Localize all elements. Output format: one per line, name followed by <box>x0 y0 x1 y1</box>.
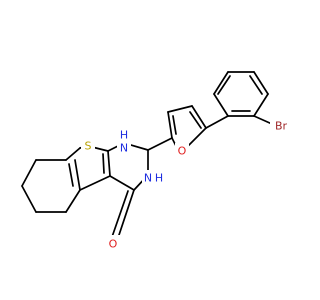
bond-phenyl-5-double <box>217 75 231 95</box>
nh3-nitrogen-label: N <box>144 172 152 185</box>
bond-furan-o-c5 <box>187 127 207 147</box>
bond-cyclohexane-6 <box>65 189 81 213</box>
sulfur-label-bg <box>81 138 95 154</box>
bond-cyclohexane-4 <box>21 185 37 213</box>
bond-phenyl-5 <box>213 71 229 95</box>
bond-furan-c4-c3 <box>167 105 193 113</box>
bond-phenyl-3-double <box>249 75 263 95</box>
furan-oxygen-label-bg <box>175 143 189 159</box>
bond-cyclohexane-3 <box>21 159 37 187</box>
sulfur-label: S <box>85 140 92 153</box>
bond-thiophene-c2-c3-double <box>102 153 105 174</box>
nh1-nitrogen-label: N <box>120 142 128 155</box>
bond-pyrimidine-c4-c4a <box>109 175 135 191</box>
nh1-label-bg <box>117 129 131 155</box>
bromine-label-bg <box>270 118 292 134</box>
bond-phenyl-6 <box>213 93 229 117</box>
carbonyl-oxygen-label: O <box>109 238 118 251</box>
bond-furan-c5-c4 <box>191 105 207 129</box>
bond-link-furan <box>147 137 173 151</box>
atom-label-layer: S H N N H O Br O <box>81 118 292 251</box>
bond-link-phenyl <box>205 115 229 129</box>
nh3-hydrogen-label: H <box>155 172 163 185</box>
bond-phenyl-br <box>253 115 273 125</box>
bond-thiophene-c3-c3a <box>79 175 111 191</box>
bond-cyclohexane-1 <box>65 147 81 161</box>
bond-furan-c5-c4-double <box>189 111 202 129</box>
bond-thiophene-c2-c3 <box>107 150 111 177</box>
furan-oxygen-label: O <box>178 145 187 158</box>
bond-phenyl-3 <box>253 71 269 95</box>
bond-furan-c3-c2-double <box>172 115 177 135</box>
bond-thiophene-c3a-c7a-double <box>68 163 74 187</box>
bond-phenyl-2 <box>253 93 269 117</box>
molecule-diagram: S H N N H O Br O <box>21 71 292 251</box>
bromine-label: Br <box>275 120 288 133</box>
nh3-label-bg <box>142 170 166 186</box>
bond-carbonyl-c-o-double <box>111 190 129 238</box>
carbonyl-oxygen-label-bg <box>106 235 120 251</box>
bond-carbonyl-c-o <box>117 189 135 239</box>
bond-layer <box>21 71 273 239</box>
bond-thiophene-c3a-c7a <box>74 159 81 191</box>
bond-furan-c3-c2 <box>167 111 173 139</box>
nh1-hydrogen-label: H <box>120 129 128 142</box>
